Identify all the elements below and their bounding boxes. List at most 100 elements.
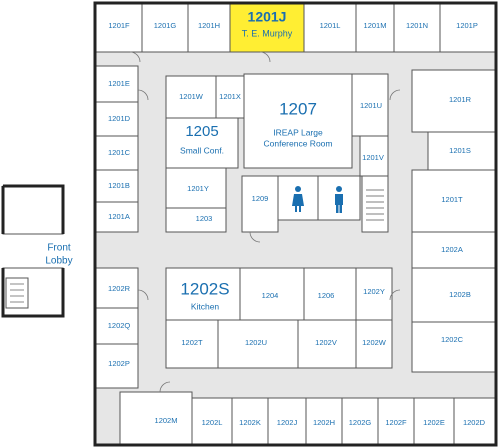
label-1202S-name: Kitchen (191, 301, 220, 311)
door-arc (137, 289, 149, 301)
man-restroom-icon (335, 186, 343, 213)
door-arc (389, 289, 401, 301)
label-1206: 1206 (318, 291, 335, 300)
room-1202U (217, 319, 299, 369)
label-1201E: 1201E (108, 79, 130, 88)
label-1202Y: 1202Y (363, 287, 385, 296)
door-arc (159, 381, 171, 393)
room-1205 (165, 117, 239, 169)
room-1202F (377, 397, 415, 445)
label-1202S: 1202S (180, 279, 229, 298)
label-1202G: 1202G (349, 418, 372, 427)
room-1202G (341, 397, 379, 445)
room-1202D (453, 397, 496, 445)
label-1202T: 1202T (181, 338, 203, 347)
room-1201Y (165, 167, 227, 209)
label-1201G: 1201G (154, 21, 177, 30)
label-1202B: 1202B (449, 290, 471, 299)
lobby-walls (1, 184, 65, 318)
label-1202C: 1202C (441, 335, 464, 344)
left-wing-upper (2, 185, 64, 235)
label-1201M: 1201M (364, 21, 387, 30)
label-1202W: 1202W (362, 338, 387, 347)
room-1204 (239, 267, 305, 321)
door-arc (249, 231, 261, 243)
label-1201T: 1201T (441, 195, 463, 204)
label-1207-name-1: IREAP Large (273, 127, 323, 137)
label-1202P: 1202P (108, 359, 130, 368)
room-1202M (119, 391, 193, 445)
building-outline (93, 1, 498, 447)
woman-restroom-icon (292, 186, 304, 212)
room-1207 (243, 73, 353, 169)
label-1205: 1205 (185, 123, 218, 140)
room-1201H (187, 3, 231, 53)
room-1202A (411, 231, 496, 269)
label-1201Y: 1201Y (187, 184, 209, 193)
room-1201U (351, 73, 389, 137)
label-1201D: 1201D (108, 114, 131, 123)
label-1201F: 1201F (108, 21, 130, 30)
label-1201W: 1201W (179, 92, 204, 101)
room-1201R (411, 69, 496, 133)
label-1201V: 1201V (362, 153, 384, 162)
label-1202D: 1202D (463, 418, 486, 427)
room-1201T (411, 169, 496, 233)
room-1202Y (355, 267, 393, 321)
label-lobby-line1: Front (47, 243, 71, 254)
room-1201W (165, 75, 217, 119)
room-1202R (95, 267, 139, 309)
room-1202P (95, 343, 139, 389)
room-1201F (95, 3, 143, 53)
label-1207-name-2: Conference Room (264, 138, 333, 148)
label-1201N: 1201N (406, 21, 428, 30)
room-1201B (95, 169, 139, 203)
label-1202F: 1202F (385, 418, 407, 427)
room-1209 (241, 175, 279, 233)
door-arc (389, 89, 401, 101)
label-1201R: 1201R (449, 95, 472, 104)
label-1202E: 1202E (423, 418, 445, 427)
label-1202R: 1202R (108, 284, 131, 293)
label-1201H: 1201H (198, 21, 220, 30)
label-1201X: 1201X (219, 92, 241, 101)
label-1205-name: Small Conf. (180, 145, 224, 155)
room-1202W (355, 319, 393, 369)
label-1202V: 1202V (315, 338, 337, 347)
label-1201S: 1201S (449, 146, 471, 155)
door-arc (137, 89, 149, 101)
label-1202L: 1202L (202, 418, 223, 427)
label-1201U: 1201U (360, 101, 382, 110)
label-1202U: 1202U (245, 338, 267, 347)
label-1201C: 1201C (108, 148, 131, 157)
door-arc (129, 51, 141, 63)
stairwell-center (361, 175, 389, 233)
label-1209: 1209 (252, 194, 269, 203)
room-1201L (303, 3, 357, 53)
label-1201J-occupant: T. E. Murphy (242, 28, 293, 38)
label-1207: 1207 (279, 99, 317, 118)
label-1202M: 1202M (155, 416, 178, 425)
label-1202J: 1202J (277, 418, 298, 427)
label-1202K: 1202K (239, 418, 261, 427)
label-1201P: 1201P (456, 21, 478, 30)
room-1201J-highlighted (229, 3, 305, 53)
label-lobby-line2: Lobby (45, 256, 72, 267)
door-arc (259, 51, 271, 63)
label-1204: 1204 (262, 291, 279, 300)
stairwell-left (5, 277, 29, 309)
room-1201S (427, 131, 496, 171)
room-1206 (303, 267, 357, 321)
room-1202E (413, 397, 455, 445)
label-1201L: 1201L (320, 21, 341, 30)
stairs-icon (10, 189, 384, 303)
label-1202Q: 1202Q (108, 321, 131, 330)
room-1203 (165, 207, 227, 233)
label-1202H: 1202H (313, 418, 335, 427)
label-1201A: 1201A (108, 212, 130, 221)
label-1201B: 1201B (108, 181, 130, 190)
room-1202C (411, 321, 496, 373)
room-1202H (305, 397, 343, 445)
label-1203: 1203 (196, 214, 213, 223)
